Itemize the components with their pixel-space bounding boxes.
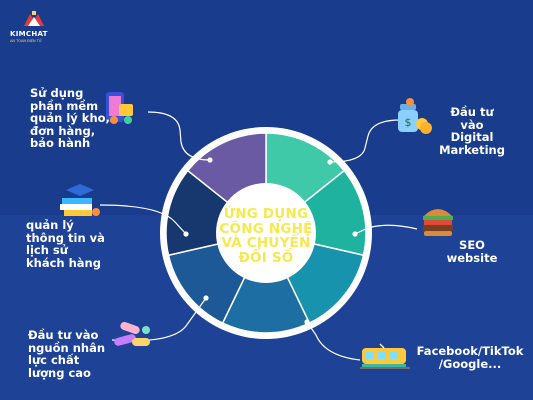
center-title-line-2: CÔNG NGHỆ	[219, 220, 313, 237]
center-title-line-1: ỨNG DỤNG	[223, 206, 309, 222]
label-software-line: quản lý kho,	[30, 111, 110, 125]
label-customer-line: khách hàng	[26, 255, 101, 270]
connector-dot-seo	[352, 231, 358, 237]
connector-customer	[99, 204, 187, 235]
connector-social	[306, 321, 361, 361]
logo-text: KIMCHAT	[10, 30, 48, 38]
label-software-line: đơn hàng,	[30, 123, 96, 138]
label-customer: quản lý thông tin và lịch sử khách hàng	[26, 219, 105, 269]
label-marketing-line: Marketing	[439, 142, 505, 157]
label-customer-line: quản lý	[26, 218, 74, 232]
label-marketing-line: Digital	[450, 130, 494, 144]
money-jar-icon: $	[398, 98, 432, 134]
logo-subtext: AN TOAN ĐIỆN TỬ	[10, 39, 42, 43]
connector-dot-customer	[183, 231, 189, 237]
label-hr: Đầu tư vào nguồn nhân lực chất lượng cao	[28, 329, 105, 379]
label-hr-line: nguồn nhân	[28, 340, 106, 355]
label-hr-line: lượng cao	[28, 365, 91, 380]
label-social-line: Facebook/TikTok	[416, 344, 524, 358]
center-title-line-4: ĐỔI SỐ	[238, 249, 294, 266]
label-seo-line: website	[446, 250, 498, 265]
center-title: ỨNG DỤNG CÔNG NGHỆ VÀ CHUYỂN ĐỔI SỐ	[215, 207, 317, 265]
connector-seo	[354, 224, 418, 235]
graduation-stack-icon	[60, 184, 100, 216]
label-customer-line: thông tin và	[26, 230, 105, 245]
connector-dot-social	[304, 319, 310, 325]
center-title-line-3: VÀ CHUYỂN	[221, 235, 311, 251]
center-circle	[216, 183, 316, 283]
label-marketing-line: Đầu tư	[450, 105, 494, 119]
label-social: Facebook/TikTok /Google...	[414, 345, 526, 370]
label-software: Sử dụng phần mềm quản lý kho, đơn hàng, …	[30, 87, 110, 150]
label-hr-line: lực chất	[28, 353, 80, 367]
label-seo: SEO website	[432, 239, 512, 264]
connectors-group	[99, 111, 418, 361]
pills-icon	[114, 321, 150, 346]
logo-mark-icon	[24, 11, 44, 26]
label-social-line: /Google...	[438, 356, 502, 371]
label-customer-line: lịch sử	[26, 243, 68, 257]
label-software-line: Sử dụng	[30, 86, 84, 100]
connector-dot-software	[207, 157, 213, 163]
tram-icon	[360, 343, 410, 369]
phone-shopping-icon	[106, 92, 133, 124]
label-marketing-line: vào	[460, 117, 484, 132]
label-software-line: phần mềm	[30, 98, 99, 113]
label-hr-line: Đầu tư vào	[28, 328, 99, 342]
svg-text:$: $	[405, 116, 412, 129]
connector-dot-hr	[203, 295, 209, 301]
burger-icon	[423, 209, 453, 236]
logo: KIMCHAT AN TOAN ĐIỆN TỬ	[6, 8, 66, 48]
label-seo-line: SEO	[459, 238, 485, 252]
label-marketing: Đầu tư vào Digital Marketing	[432, 106, 512, 156]
label-software-line: bảo hành	[30, 136, 91, 150]
connector-dot-marketing	[327, 159, 333, 165]
connector-marketing	[329, 119, 401, 163]
connector-software	[147, 111, 211, 161]
